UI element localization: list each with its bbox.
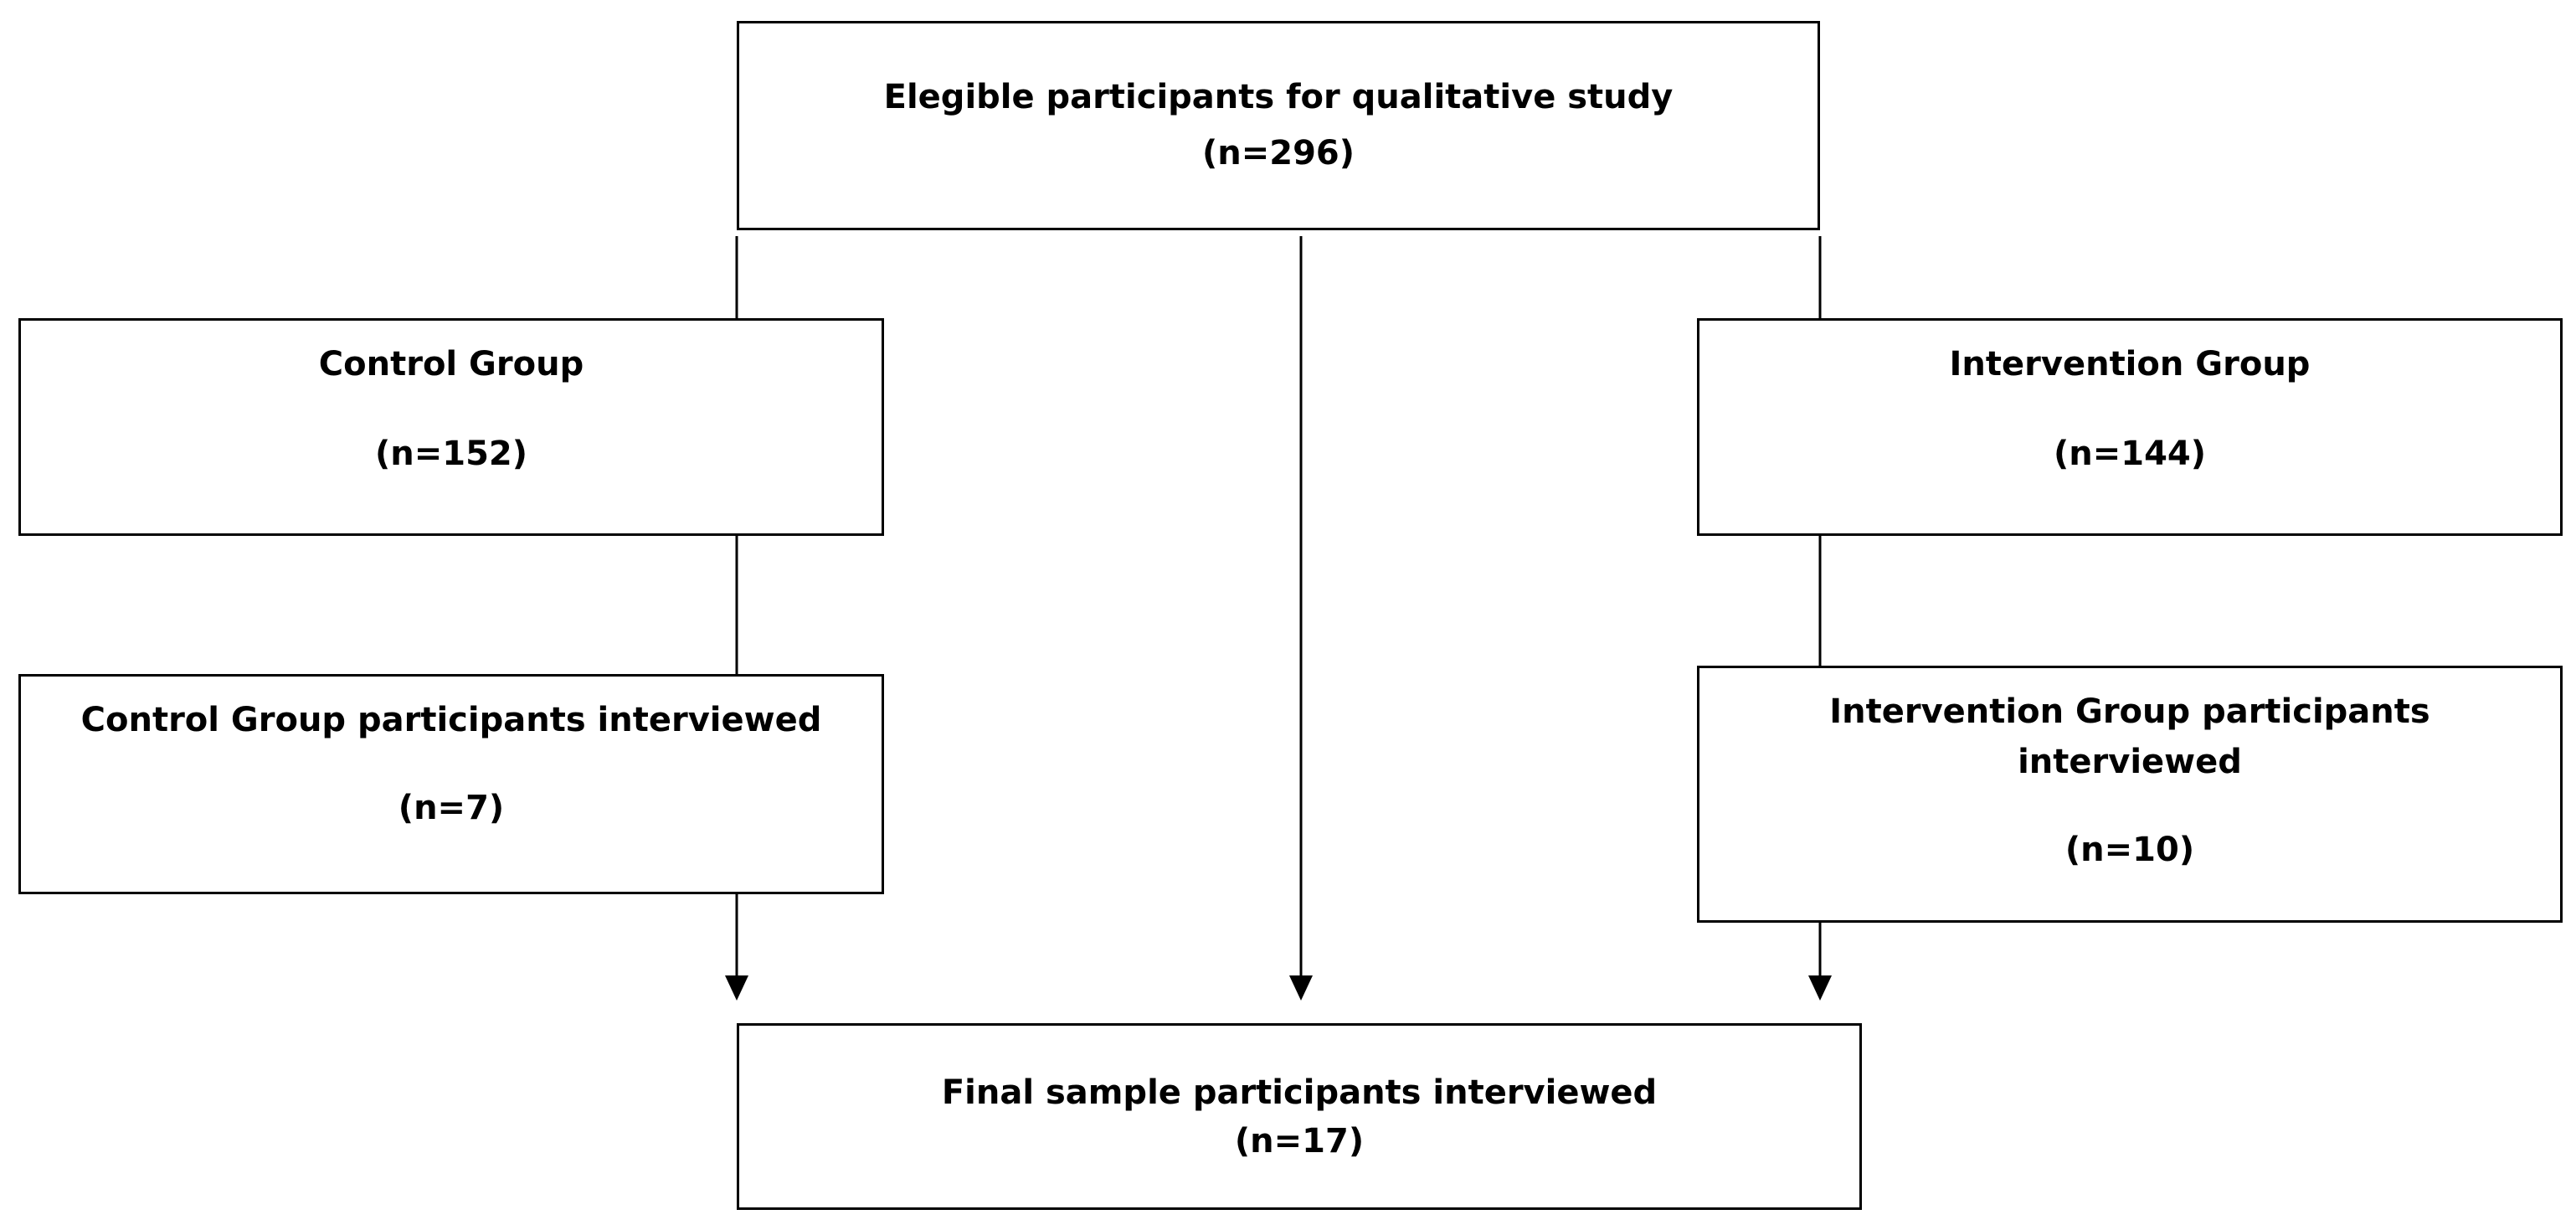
arrowhead-right bbox=[1808, 975, 1832, 1001]
arrowhead-left bbox=[725, 975, 748, 1001]
intervention-group-title: Intervention Group bbox=[1949, 345, 2311, 383]
intervention-group-count: (n=144) bbox=[2053, 435, 2207, 473]
eligible-participants-box: Elegible participants for qualitative st… bbox=[737, 21, 1820, 230]
control-interviewed-box: Control Group participants interviewed (… bbox=[18, 674, 884, 894]
control-group-title: Control Group bbox=[318, 345, 584, 383]
intervention-interviewed-title-line1: Intervention Group participants bbox=[1829, 692, 2430, 731]
control-group-count: (n=152) bbox=[374, 435, 528, 473]
eligible-participants-count: (n=296) bbox=[1201, 134, 1355, 172]
arrowhead-center bbox=[1289, 975, 1313, 1001]
intervention-interviewed-count: (n=10) bbox=[2064, 831, 2195, 869]
intervention-interviewed-title-line2: interviewed bbox=[2018, 743, 2242, 781]
control-group-box: Control Group (n=152) bbox=[18, 318, 884, 536]
final-sample-box: Final sample participants interviewed (n… bbox=[737, 1023, 1862, 1210]
control-interviewed-count: (n=7) bbox=[398, 789, 505, 827]
intervention-group-box: Intervention Group (n=144) bbox=[1697, 318, 2563, 536]
final-sample-count: (n=17) bbox=[1234, 1122, 1365, 1161]
control-interviewed-title: Control Group participants interviewed bbox=[80, 701, 822, 739]
eligible-participants-title: Elegible participants for qualitative st… bbox=[883, 78, 1674, 116]
final-sample-title: Final sample participants interviewed bbox=[941, 1073, 1658, 1112]
intervention-interviewed-box: Intervention Group participants intervie… bbox=[1697, 666, 2563, 923]
